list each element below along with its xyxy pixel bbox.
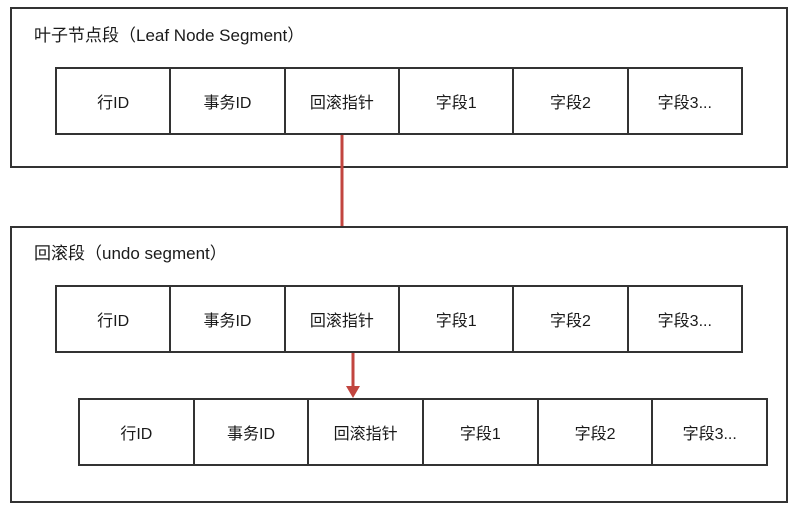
cell-transaction-id: 事务ID	[192, 398, 310, 466]
cell-field-3: 字段3...	[626, 67, 743, 135]
cell-field-2: 字段2	[512, 67, 629, 135]
cell-row-id: 行ID	[55, 285, 172, 353]
cell-rollback-pointer: 回滚指针	[307, 398, 425, 466]
cell-field-3: 字段3...	[626, 285, 743, 353]
cell-rollback-pointer: 回滚指针	[283, 67, 400, 135]
cell-rollback-pointer: 回滚指针	[283, 285, 400, 353]
cell-row-id: 行ID	[55, 67, 172, 135]
cell-field-2: 字段2	[536, 398, 654, 466]
cell-transaction-id: 事务ID	[169, 285, 286, 353]
cell-row-id: 行ID	[78, 398, 195, 466]
leaf-record-row: 行ID 事务ID 回滚指针 字段1 字段2 字段3...	[55, 67, 743, 135]
undo-record-row: 行ID 事务ID 回滚指针 字段1 字段2 字段3...	[55, 285, 743, 353]
cell-field-1: 字段1	[397, 67, 515, 135]
leaf-node-segment-title: 叶子节点段（Leaf Node Segment）	[34, 26, 305, 45]
undo-old-record-row: 行ID 事务ID 回滚指针 字段1 字段2 字段3...	[78, 398, 769, 466]
cell-field-1: 字段1	[422, 398, 539, 466]
undo-segment-title: 回滚段（undo segment）	[34, 244, 227, 263]
cell-field-2: 字段2	[512, 285, 629, 353]
cell-field-1: 字段1	[397, 285, 515, 353]
cell-field-3: 字段3...	[651, 398, 769, 466]
cell-transaction-id: 事务ID	[169, 67, 286, 135]
